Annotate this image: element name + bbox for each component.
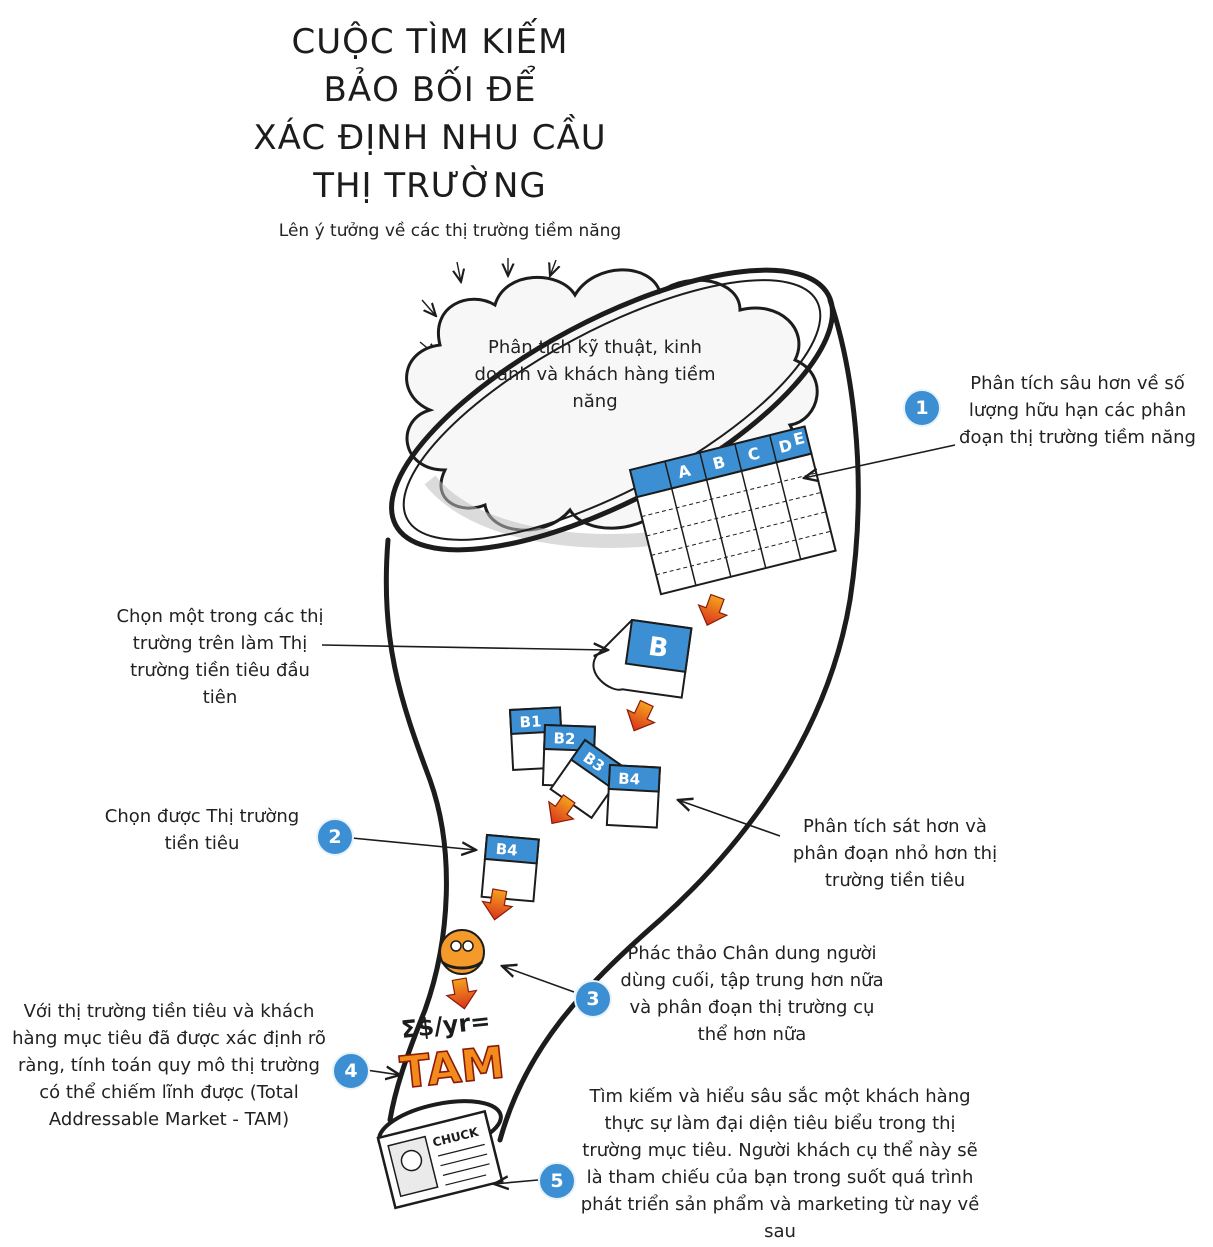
step-badge-1: 1 <box>903 389 941 427</box>
annotation-1: Phân tích sâu hơn về số lượng hữu hạn cá… <box>945 370 1210 451</box>
annotation-4: Với thị trường tiền tiêu và khách hàng m… <box>8 998 330 1133</box>
card-b2-label: B2 <box>553 729 575 748</box>
chosen-segment-card: B4 <box>482 835 539 901</box>
segment-b-sheet: B <box>590 616 691 699</box>
step-badge-3: 3 <box>574 980 612 1018</box>
end-user-face <box>440 930 484 974</box>
card-b1-label: B1 <box>519 712 542 731</box>
step-badge-5: 5 <box>538 1162 576 1200</box>
tam-label: TAM <box>398 1037 507 1099</box>
annotation-2: Chọn được Thị trường tiền tiêu <box>96 803 308 857</box>
annotation-3: Phác thảo Chân dung người dùng cuối, tập… <box>612 940 892 1048</box>
cloud-text: Phân tích kỹ thuật, kinh doanh và khách … <box>470 334 720 415</box>
chosen-segment-label: B4 <box>495 840 518 860</box>
annotation-5: Tìm kiếm và hiểu sâu sắc một khách hàng … <box>574 1083 986 1245</box>
annotation-choose-one: Chọn một trong các thị trường trên làm T… <box>110 603 330 711</box>
tam-formula: Σ$/yr= <box>400 1007 492 1044</box>
annotation-refine: Phân tích sát hơn và phân đoạn nhỏ hơn t… <box>780 813 1010 894</box>
card-b4-label: B4 <box>618 769 641 788</box>
segment-b-label: B <box>646 632 670 664</box>
step-badge-2: 2 <box>316 818 354 856</box>
step-badge-4: 4 <box>332 1052 370 1090</box>
persona-card: CHUCK <box>378 1111 502 1207</box>
